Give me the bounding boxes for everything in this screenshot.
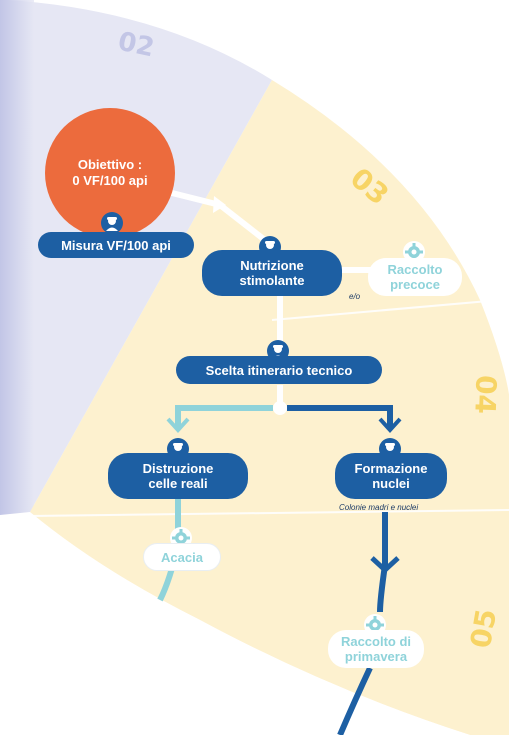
step-distruzione-celle-reali: Distruzione celle reali — [108, 453, 248, 499]
sector-outer-edge — [470, 440, 509, 735]
objective-line-2: 0 VF/100 api — [72, 173, 148, 188]
arrow-head-navy-down — [370, 556, 400, 574]
step-raccolto-precoce-line-1: Raccolto — [387, 262, 443, 277]
step-acacia: Acacia — [143, 543, 221, 571]
arrow-head-white — [213, 196, 226, 213]
step-raccolto-precoce: Raccolto precoce — [368, 258, 462, 296]
step-raccolto-primavera: Raccolto di primavera — [328, 630, 424, 668]
branch-left-teal — [175, 405, 273, 428]
arrow-head-navy — [378, 417, 402, 433]
step-raccolto-precoce-line-2: precoce — [390, 277, 440, 292]
step-formazione-line-1: Formazione — [354, 461, 428, 476]
step-formazione-line-2: nuclei — [372, 476, 410, 491]
month-label-04: 04 — [468, 374, 503, 415]
branch-to-primavera — [377, 512, 388, 613]
step-nutrizione-stimolante: Nutrizione stimolante — [202, 250, 342, 296]
step-nutrizione-line-2: stimolante — [239, 273, 305, 288]
month-label-05: 05 — [463, 606, 504, 651]
arrow-head-teal — [166, 417, 190, 433]
step-distruzione-line-2: celle reali — [148, 476, 208, 491]
branch-right-navy — [287, 405, 393, 428]
beekeeper-icon — [101, 212, 123, 234]
sector-edge-shade — [0, 0, 34, 515]
step-misura: Misura VF/100 api — [38, 232, 194, 258]
objective-line-1: Obiettivo : — [77, 157, 143, 172]
note-e-o: e/o — [349, 292, 361, 301]
step-formazione-nuclei: Formazione nuclei — [335, 453, 447, 499]
step-raccolto-primavera-line-2: primavera — [344, 649, 408, 664]
note-colonie-madri: Colonie madri e nuclei — [339, 503, 419, 512]
branch-primavera-out — [337, 666, 373, 735]
split-node — [273, 401, 287, 415]
step-distruzione-line-1: Distruzione — [142, 461, 214, 476]
gear-icon — [403, 241, 425, 263]
step-raccolto-primavera-line-1: Raccolto di — [340, 634, 412, 649]
step-scelta-itinerario: Scelta itinerario tecnico — [176, 356, 382, 384]
divider-04-05 — [29, 509, 509, 517]
sector-white-bottom — [0, 512, 470, 735]
divider-03-04 — [271, 299, 501, 321]
step-nutrizione-line-1: Nutrizione — [240, 258, 304, 273]
